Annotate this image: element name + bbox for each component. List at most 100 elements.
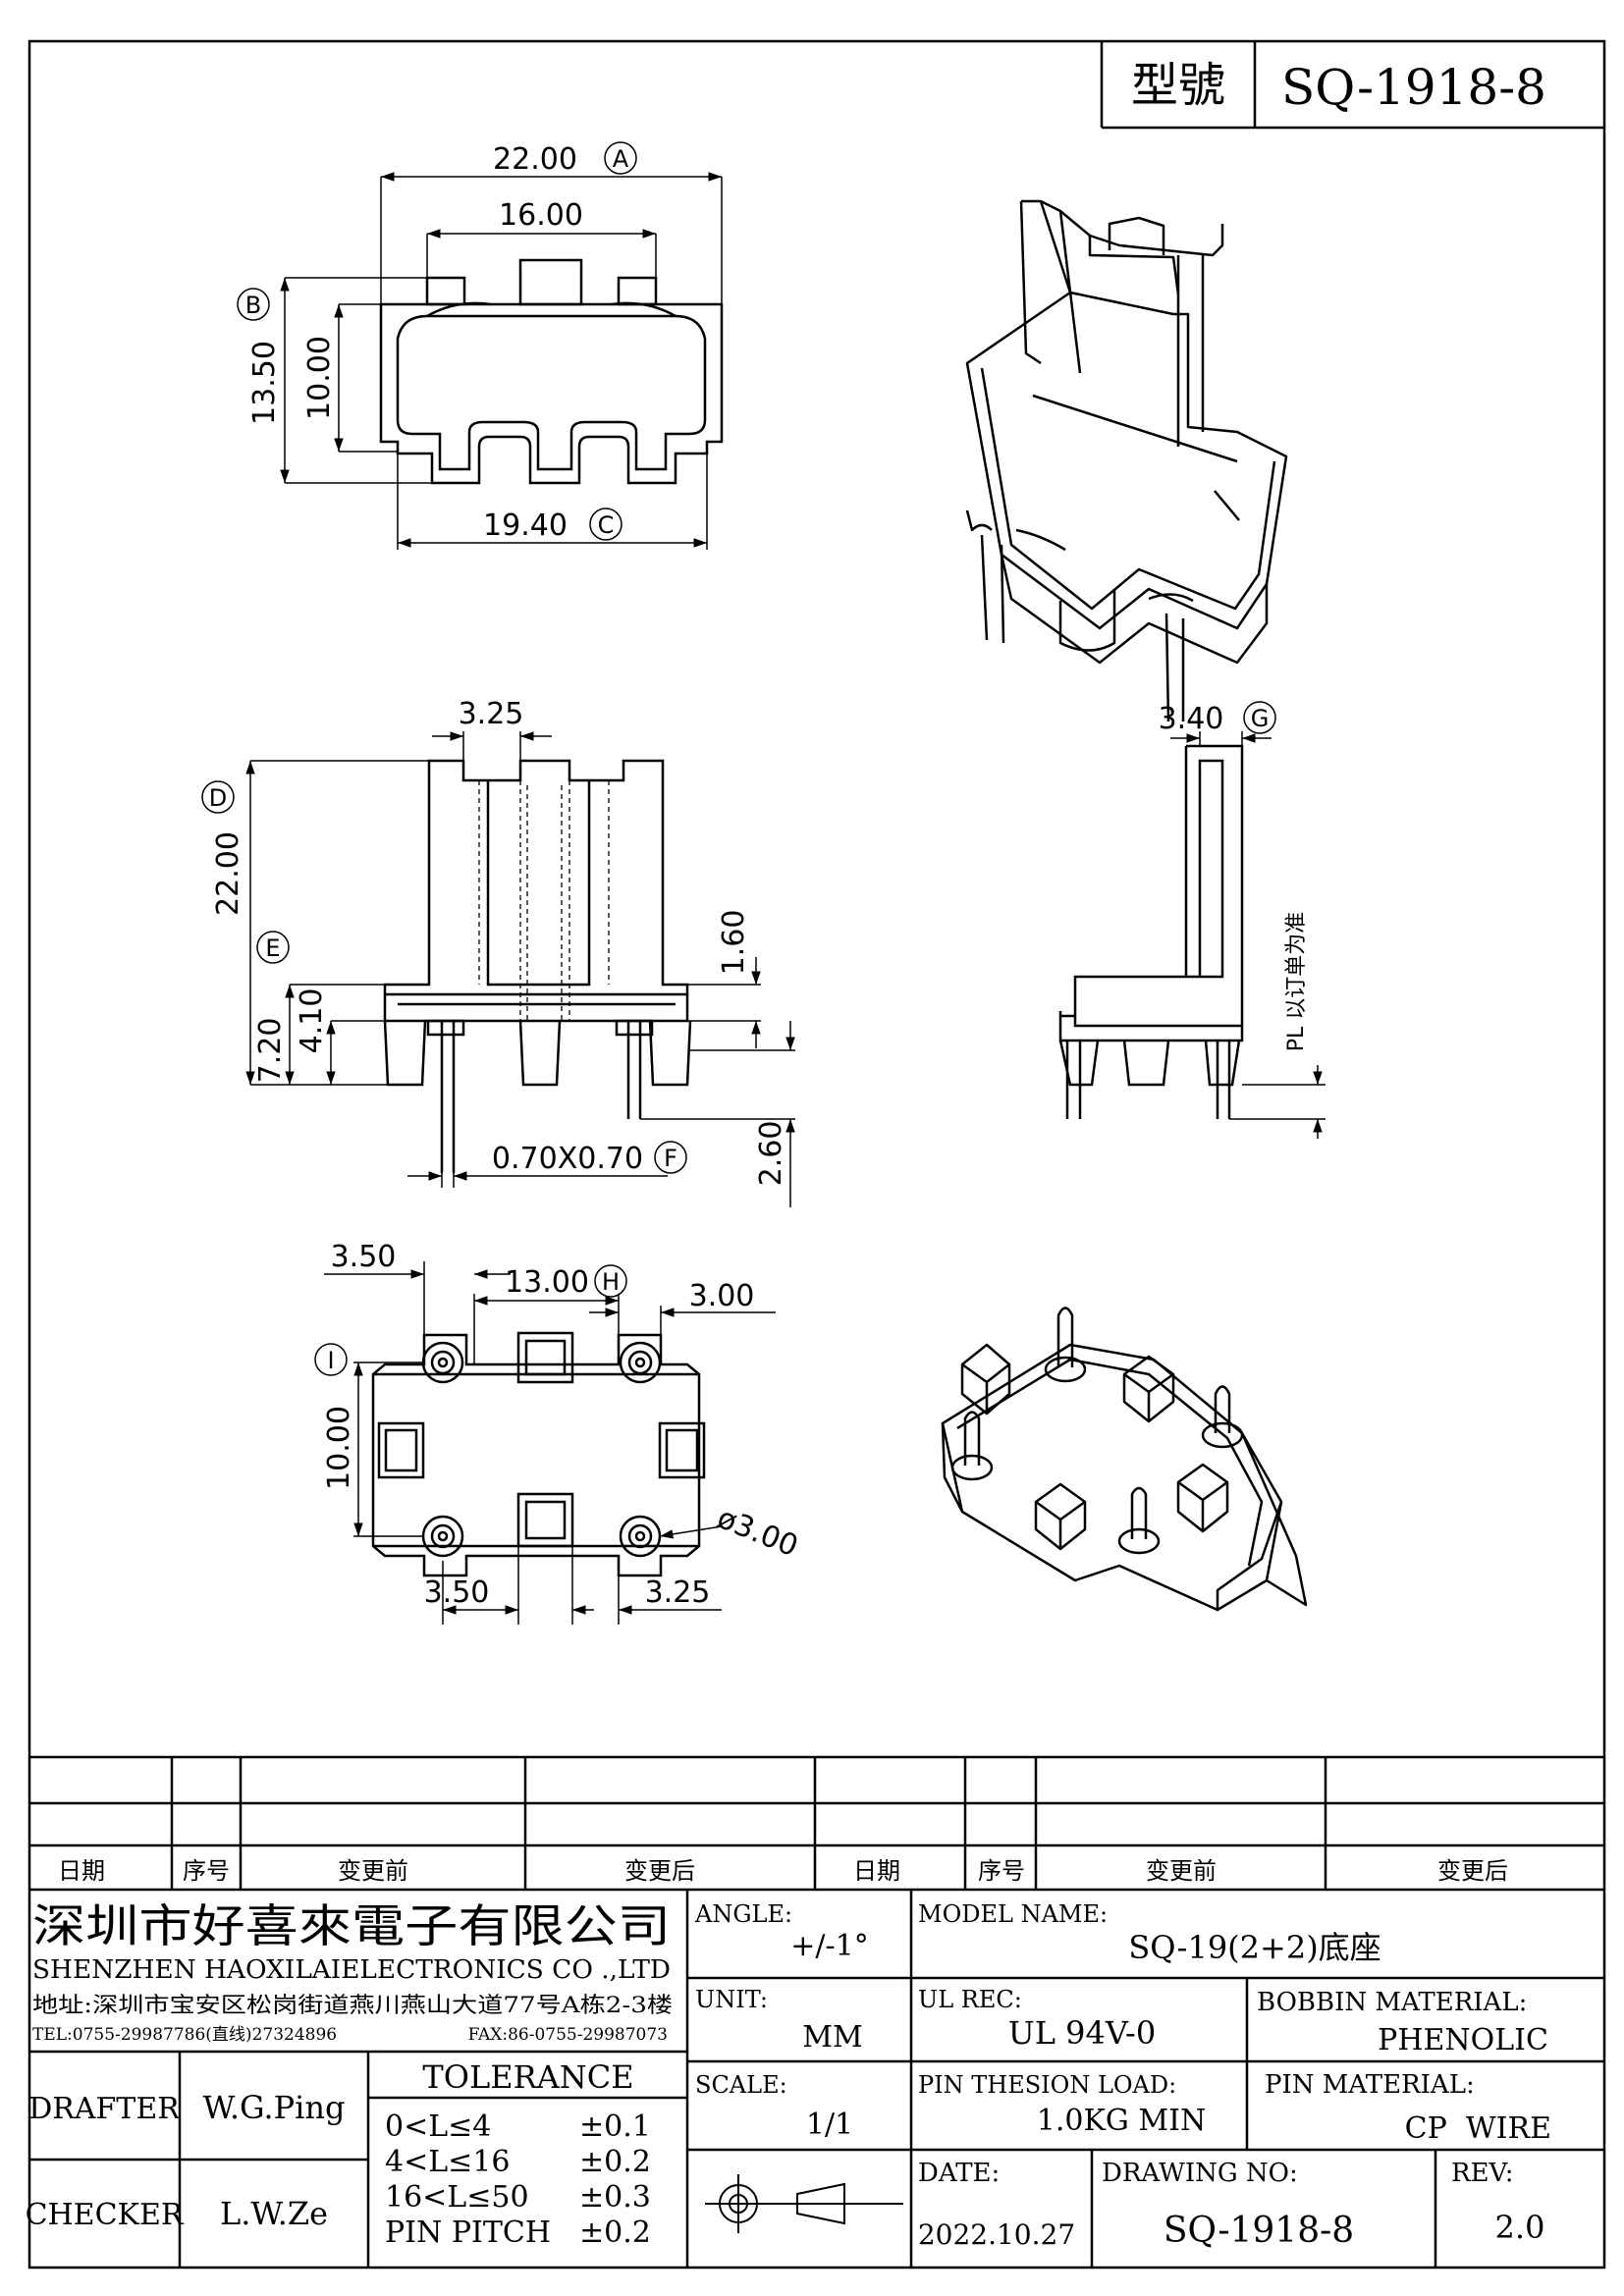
projection-symbol [705,2174,903,2233]
dim-g-value: 3.40 [1159,702,1224,736]
company-tel: TEL:0755-29987786(直线)27324896 [32,2025,337,2045]
bottom-view-labels: 3.50 13.00 H 3.00 I 10.00 3.50 3.25 ø3.0… [314,1240,803,1610]
side-view [1058,744,1244,1119]
isometric-bottom-view [941,1307,1308,1612]
bottom-view-dims [324,1261,776,1625]
front-view [383,759,692,1173]
tag-a-circle [604,141,637,175]
checker-label: CHECKER [26,2198,185,2232]
dim-e-value: 7.20 [253,1018,288,1084]
pin-load-label: PIN THESION LOAD: [918,2071,1176,2099]
side-view-labels: 3.40 G PL 以订单为准 [1159,701,1309,1051]
ul-value: UL 94V-0 [1008,2014,1156,2052]
model-header: 型號 SQ-1918-8 [1100,41,1604,130]
tag-h-circle [594,1264,627,1298]
title-block-grid [29,1890,1604,2268]
angle-label: ANGLE: [694,1900,792,1928]
rev-header-date-1: 日期 [58,1857,105,1885]
dim-inner-h-value: 10.00 [302,336,337,420]
checker-name: L.W.Ze [220,2195,328,2232]
pin-material-label: PIN MATERIAL: [1265,2070,1475,2100]
dim-d-value: 22.00 [211,831,245,916]
dim-right-value: 3.00 [689,1279,755,1313]
drawing-no-label: DRAWING NO: [1102,2159,1298,2188]
rev-header-date-2: 日期 [853,1857,900,1885]
tag-b-circle [237,288,270,321]
tag-b-letter: B [245,292,261,319]
model-name-label: MODEL NAME: [918,1900,1108,1928]
company-name-cn: 深圳市好喜來電子有限公司 [32,1899,671,1952]
sheet-border [27,39,1606,2269]
angle-value: +/-1° [790,1929,868,1963]
dim-bl-value: 3.50 [424,1575,490,1610]
dim-f-value: 0.70X0.70 [492,1142,643,1176]
model-header-value: SQ-1918-8 [1281,59,1546,116]
tolerance-title: TOLERANCE [422,2058,633,2096]
revision-headers: 日期 序号 变更前 变更后 日期 序号 变更前 变更后 [58,1857,1508,1885]
unit-value: MM [802,2020,862,2055]
tag-a-letter: A [613,145,629,173]
tag-i-circle [314,1343,348,1376]
top-view [379,258,724,485]
top-view-labels: 22.00 A 16.00 B 13.50 10.00 19.40 C [237,141,637,543]
dim-h-value: 13.00 [505,1265,589,1300]
tag-c-circle [589,507,623,541]
tolerance-value-1: ±0.1 [579,2109,651,2144]
tolerance-range-4: PIN PITCH [385,2216,551,2250]
pin-material-value: CP WIRE [1405,2111,1551,2146]
tag-d-circle [201,780,235,814]
rev-header-after-1: 变更后 [624,1857,695,1885]
rev-header-after-2: 变更后 [1437,1857,1508,1885]
company-address: 地址:深圳市宝安区松岗街道燕川燕山大道77号A栋2-3楼 [32,1994,673,2018]
drafter-name: W.G.Ping [203,2089,346,2126]
tag-e-circle [256,931,290,964]
tolerance-value-3: ±0.3 [579,2180,651,2215]
dim-a-value: 22.00 [493,142,577,177]
date-label: DATE: [918,2159,1000,2188]
dim-pin-value: 2.60 [754,1121,788,1187]
tolerance-range-3: 16<L≤50 [385,2180,529,2215]
tag-i-letter: I [327,1347,334,1374]
rev-header-before-1: 变更前 [338,1857,408,1885]
tag-g-circle [1243,701,1276,734]
tag-e-letter: E [265,934,280,962]
dim-base-value: 4.10 [295,988,329,1054]
drawing-no-value: SQ-1918-8 [1164,2211,1354,2251]
tag-h-letter: H [602,1268,620,1296]
dim-c-value: 19.40 [483,508,568,543]
drafter-label: DRAFTER [28,2092,181,2126]
scale-value: 1/1 [806,2108,853,2142]
unit-label: UNIT: [695,1986,768,2013]
dim-slot-value: 3.25 [459,697,524,731]
tolerance-range-1: 0<L≤4 [385,2109,491,2144]
side-view-dims [1170,731,1326,1139]
tolerance-value-4: ±0.2 [579,2216,651,2250]
tolerance-value-2: ±0.2 [579,2145,651,2179]
bottom-view [371,1331,706,1577]
date-value: 2022.10.27 [918,2218,1075,2251]
ul-label: UL REC: [918,1986,1022,2013]
dim-br-value: 3.25 [645,1575,711,1610]
dim-b-value: 13.50 [247,341,282,425]
tag-g-letter: G [1251,705,1270,732]
tolerance-range-2: 4<L≤16 [385,2145,510,2179]
tag-c-letter: C [598,511,615,539]
bobbin-label: BOBBIN MATERIAL: [1257,1988,1527,2017]
model-name-value: SQ-19(2+2)底座 [1128,1929,1380,1966]
dim-dia-value: ø3.00 [713,1501,803,1564]
isometric-top-view [965,199,1288,722]
company-fax: FAX:86-0755-29987073 [468,2025,668,2045]
pin-load-value: 1.0KG MIN [1037,2104,1206,2138]
rev-value: 2.0 [1495,2209,1545,2246]
tag-f-circle [654,1141,687,1174]
tag-d-letter: D [209,784,227,812]
company-name-en: SHENZHEN HAOXILAIELECTRONICS CO .,LTD [32,1955,671,1985]
dim-inner-value: 16.00 [499,198,583,233]
tag-f-letter: F [664,1145,677,1172]
revision-table [29,1755,1604,1892]
front-view-dims [245,731,795,1207]
scale-label: SCALE: [695,2071,787,2099]
model-header-label: 型號 [1131,58,1225,113]
dim-i-value: 10.00 [322,1406,356,1490]
